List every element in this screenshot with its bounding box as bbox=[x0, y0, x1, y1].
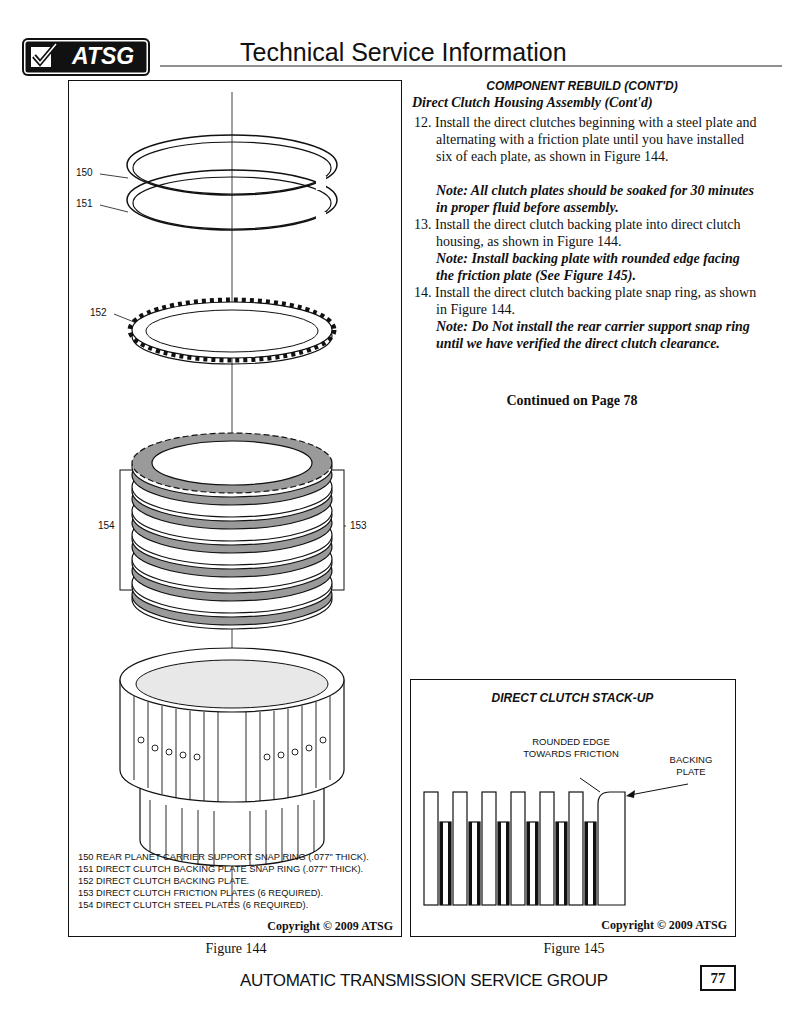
stack-up-diagram bbox=[424, 778, 688, 905]
callout-number: 150 bbox=[76, 167, 93, 178]
step-text: 14. Install the direct clutch backing pl… bbox=[414, 285, 758, 319]
callout-number: 152 bbox=[90, 307, 107, 318]
note-text: Note: All clutch plates should be soaked… bbox=[436, 183, 758, 217]
footer-text: AUTOMATIC TRANSMISSION SERVICE GROUP bbox=[240, 971, 608, 991]
step-text: 13. Install the direct clutch backing pl… bbox=[414, 217, 758, 251]
figure-title: DIRECT CLUTCH STACK-UP bbox=[411, 691, 734, 705]
note-text: Note: Do Not install the rear carrier su… bbox=[436, 319, 758, 353]
figure-caption: Figure 145 bbox=[411, 941, 737, 957]
callout-number: 151 bbox=[76, 198, 93, 209]
parts-list-item: 150 REAR PLANET CARRIER SUPPORT SNAP RIN… bbox=[78, 852, 369, 862]
continued-note: Continued on Page 78 bbox=[412, 393, 732, 409]
part-label: BACKING PLATE bbox=[661, 754, 721, 778]
copyright: Copyright © 2009 ATSG bbox=[601, 918, 727, 933]
logo-text: ATSG bbox=[72, 43, 134, 70]
page-number: 77 bbox=[702, 970, 734, 987]
copyright: Copyright © 2009 ATSG bbox=[267, 919, 393, 934]
page-title: Technical Service Information bbox=[240, 38, 567, 67]
parts-list-item: 153 DIRECT CLUTCH FRICTION PLATES (6 REQ… bbox=[78, 888, 323, 898]
callout-number: 154 bbox=[98, 520, 115, 531]
parts-list-item: 154 DIRECT CLUTCH STEEL PLATES (6 REQUIR… bbox=[78, 900, 308, 910]
clutch-drum bbox=[120, 648, 344, 866]
page-number-box: 77 bbox=[700, 965, 736, 991]
part-label: ROUNDED EDGE TOWARDS FRICTION bbox=[515, 736, 627, 760]
step-text: 12. Install the direct clutches beginnin… bbox=[414, 115, 758, 165]
parts-list-item: 152 DIRECT CLUTCH BACKING PLATE. bbox=[78, 876, 249, 886]
logo-check-mark bbox=[22, 38, 70, 76]
clutch-exploded-view bbox=[100, 92, 346, 905]
callout-number: 153 bbox=[350, 520, 367, 531]
section-heading: COMPONENT REBUILD (CONT'D) bbox=[412, 79, 752, 93]
figure-frame: 150 REAR PLANET CARRIER SUPPORT SNAP RIN… bbox=[68, 80, 402, 937]
subheading: Direct Clutch Housing Assembly (Cont'd) bbox=[412, 95, 653, 111]
figure-caption: Figure 144 bbox=[69, 941, 403, 957]
figure-frame: DIRECT CLUTCH STACK-UP ROUNDED EDGE TOWAR… bbox=[410, 679, 736, 937]
note-text: Note: Install backing plate with rounded… bbox=[436, 251, 758, 285]
parts-list-item: 151 DIRECT CLUTCH BACKING PLATE SNAP RIN… bbox=[78, 864, 363, 874]
clutch-plate-stack bbox=[120, 433, 344, 629]
